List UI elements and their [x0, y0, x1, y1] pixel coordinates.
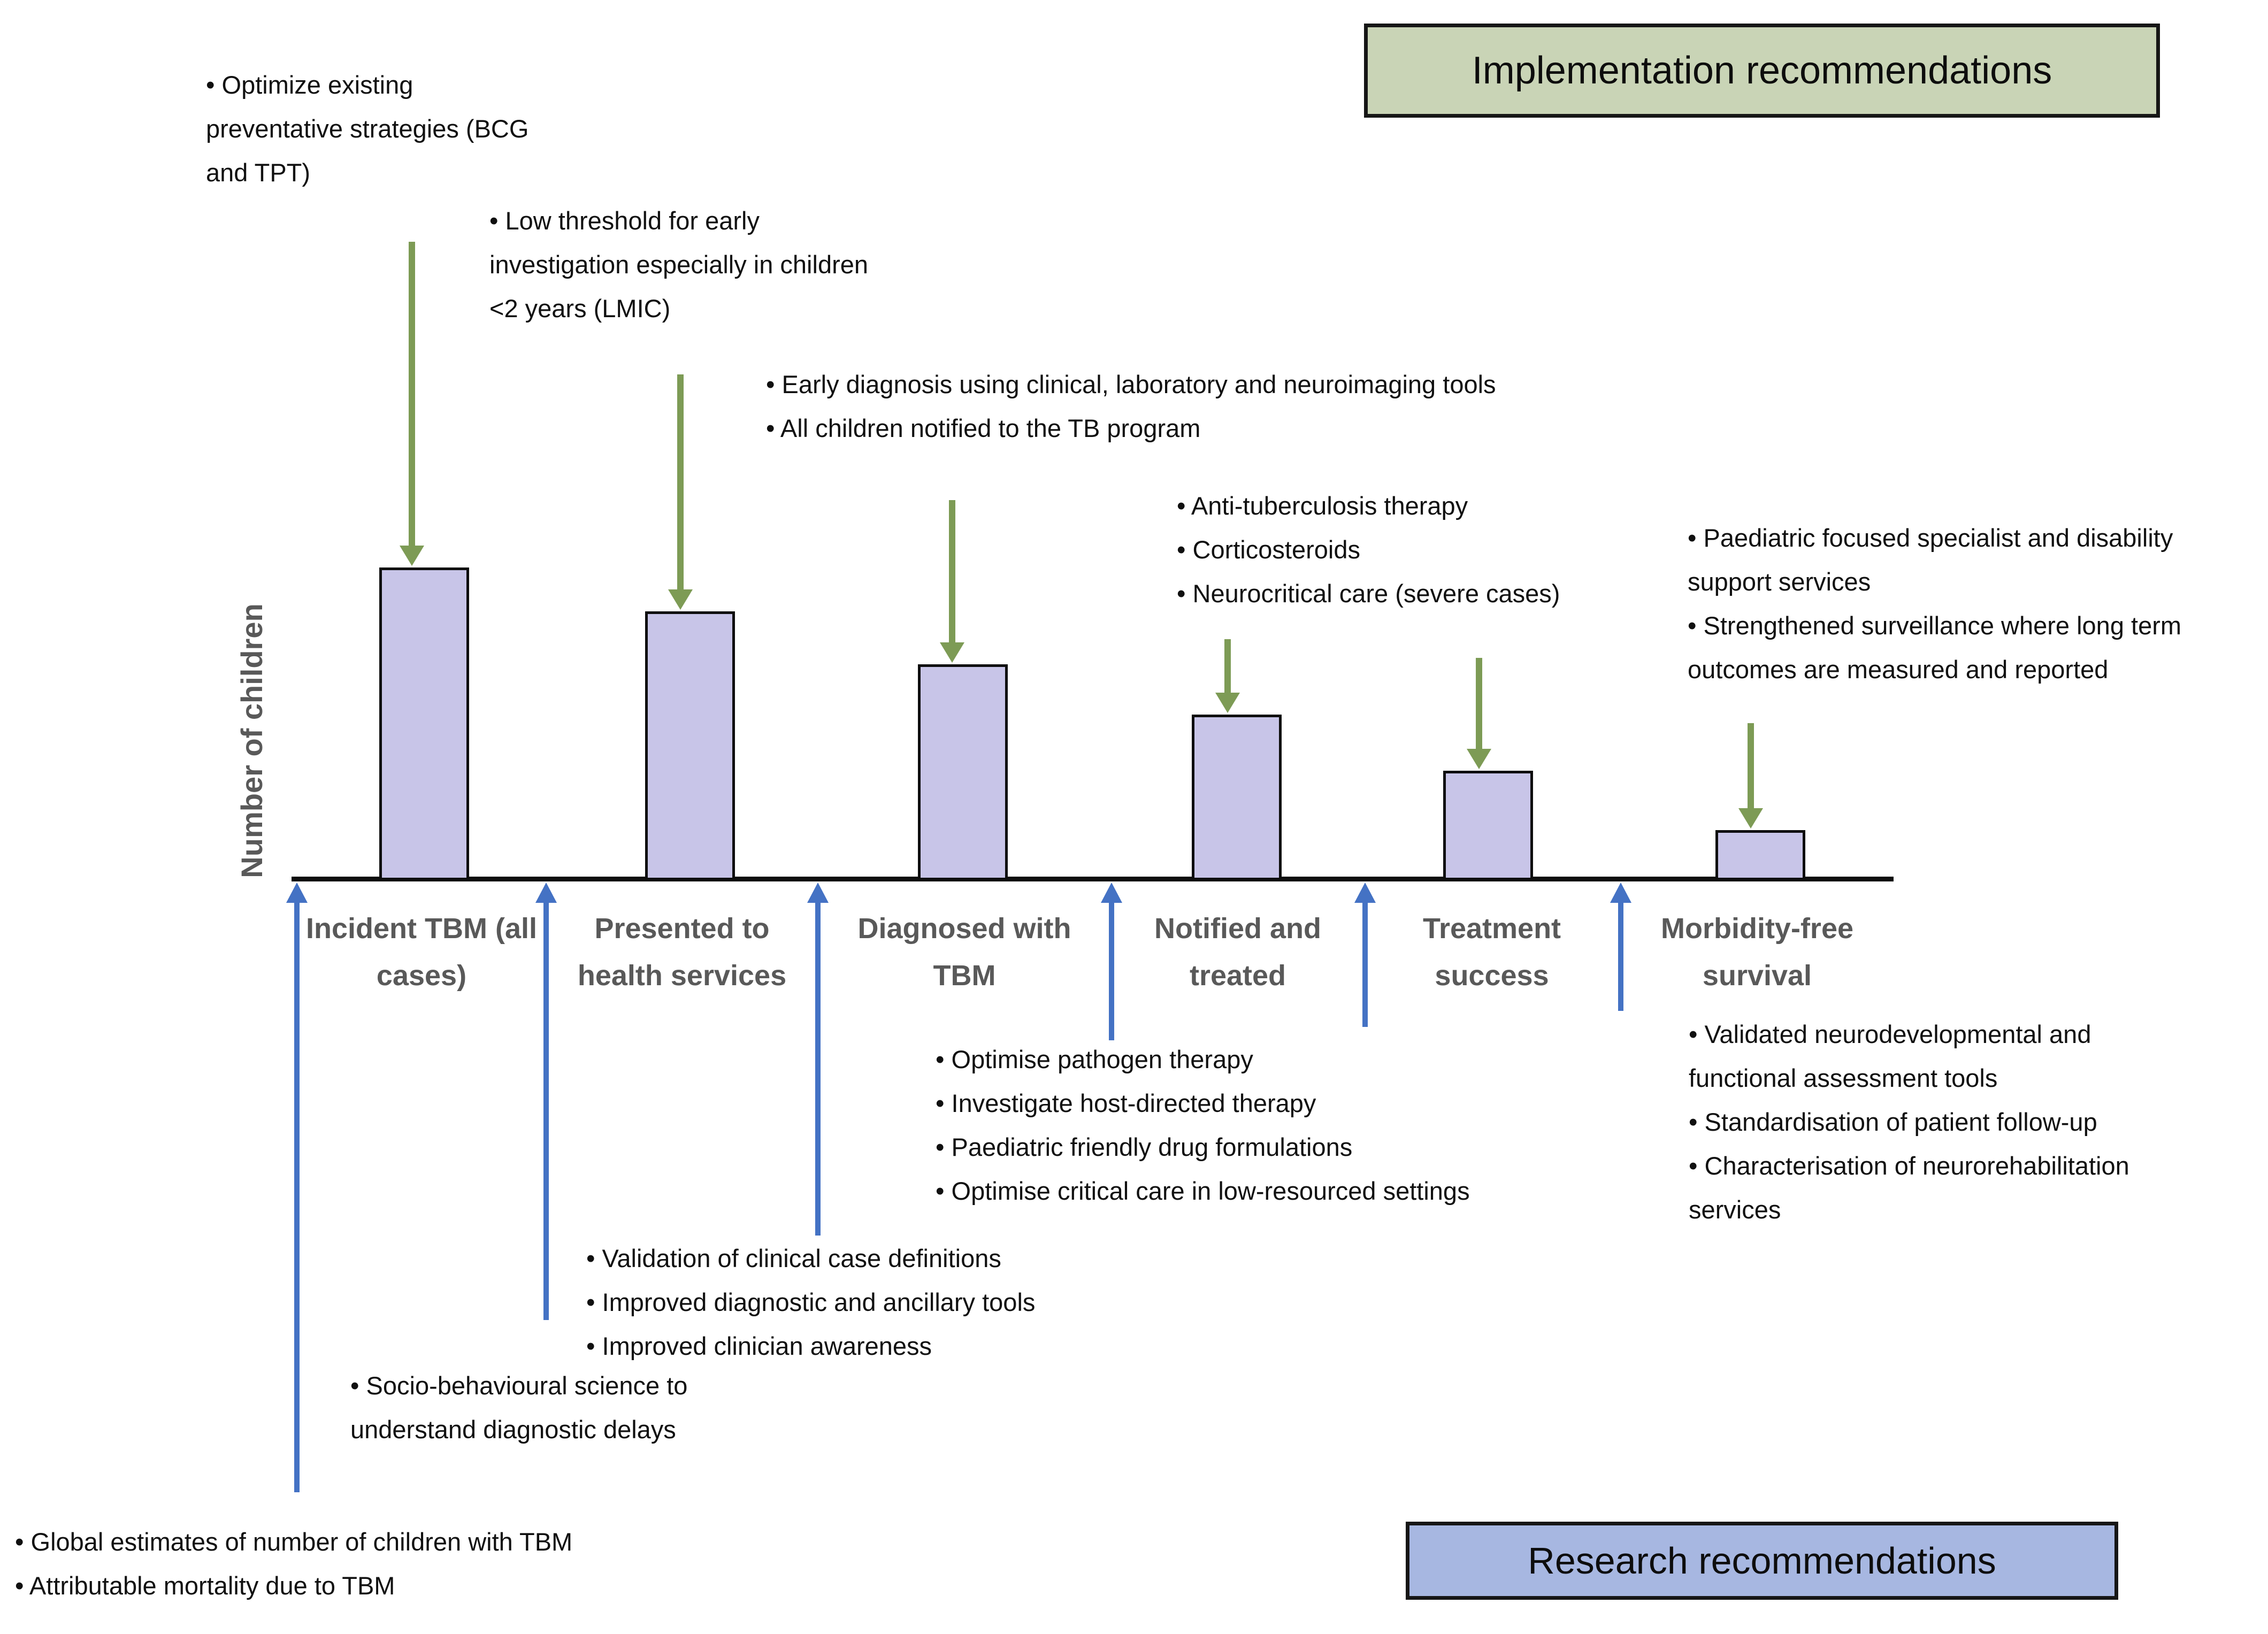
- implementation-note-diagnosed: • Early diagnosis using clinical, labora…: [766, 363, 1756, 450]
- bullet-item: • Characterisation of neurorehabilitatio…: [1689, 1152, 2129, 1224]
- bullet-item: • Early diagnosis using clinical, labora…: [766, 370, 1496, 398]
- bar-incident-tbm: [379, 567, 469, 880]
- bullet-item: • Low threshold for early investigation …: [489, 206, 869, 323]
- implementation-arrow-3-icon: [940, 500, 964, 663]
- bullet-item: • Optimise pathogen therapy: [936, 1045, 1253, 1073]
- bullet-item: • Standardisation of patient follow-up: [1689, 1108, 2097, 1136]
- category-label-diagnosed: Diagnosed with TBM: [857, 912, 1071, 992]
- implementation-arrow-1-icon: [400, 242, 424, 566]
- category-label-morbidity: Morbidity-free survival: [1660, 912, 1854, 992]
- implementation-note-incident: • Optimize existing preventative strateg…: [206, 63, 538, 195]
- bullet-item: • Optimise critical care in low-resource…: [936, 1177, 1470, 1205]
- research-note-presented: • Socio-behavioural science to understan…: [350, 1364, 693, 1452]
- bullet-item: • Neurocritical care (severe cases): [1177, 579, 1560, 608]
- category-label-notified: Notified and treated: [1154, 912, 1321, 992]
- bullet-item: • Anti-tuberculosis therapy: [1177, 492, 1468, 520]
- bar-notified-treated: [1192, 715, 1282, 880]
- research-note-survival: • Validated neurodevelopmental and funct…: [1689, 1012, 2192, 1232]
- bullet-item: • All children notified to the TB progra…: [766, 414, 1201, 442]
- bullet-item: • Optimize existing preventative strateg…: [206, 71, 529, 187]
- bullet-item: • Corticosteroids: [1177, 535, 1360, 564]
- research-arrow-4-icon: [1101, 883, 1122, 1040]
- bar-presented-to-health: [645, 611, 735, 880]
- category-label-treatment: Treatment success: [1422, 912, 1561, 992]
- bullet-item: • Improved clinician awareness: [586, 1332, 932, 1360]
- category-label-incident: Incident TBM (all cases): [306, 912, 537, 992]
- bullet-item: • Validation of clinical case definition…: [586, 1244, 1001, 1272]
- bullet-item: • Paediatric friendly drug formulations: [936, 1133, 1353, 1161]
- implementation-arrow-6-icon: [1738, 723, 1763, 828]
- research-recommendations-box: Research recommendations: [1406, 1522, 2118, 1600]
- research-arrow-1-icon: [286, 883, 308, 1492]
- implementation-note-survival: • Paediatric focused specialist and disa…: [1688, 516, 2223, 692]
- research-note-diagnosed: • Validation of clinical case definition…: [586, 1237, 1282, 1368]
- implementation-arrow-5-icon: [1467, 658, 1491, 769]
- bullet-item: • Validated neurodevelopmental and funct…: [1689, 1020, 2091, 1092]
- implementation-recommendations-box: Implementation recommendations: [1364, 24, 2160, 118]
- bullet-item: • Global estimates of number of children…: [15, 1528, 573, 1556]
- research-arrow-5-icon: [1354, 883, 1376, 1027]
- bullet-item: • Socio-behavioural science to understan…: [350, 1371, 688, 1444]
- bullet-item: • Improved diagnostic and ancillary tool…: [586, 1288, 1036, 1316]
- y-axis-label: Number of children: [235, 603, 269, 878]
- bullet-item: • Paediatric focused specialist and disa…: [1688, 524, 2173, 596]
- implementation-note-presented: • Low threshold for early investigation …: [489, 199, 885, 331]
- implementation-arrow-2-icon: [668, 374, 693, 610]
- implementation-arrow-4-icon: [1215, 639, 1240, 713]
- research-note-treated: • Optimise pathogen therapy • Investigate…: [936, 1038, 1711, 1213]
- bullet-item: • Attributable mortality due to TBM: [15, 1571, 395, 1600]
- research-note-incident: • Global estimates of number of children…: [15, 1520, 817, 1608]
- research-arrow-3-icon: [807, 883, 829, 1236]
- research-arrow-2-icon: [535, 883, 557, 1320]
- bullet-item: • Investigate host-directed therapy: [936, 1089, 1316, 1117]
- bullet-item: • Strengthened surveillance where long t…: [1688, 611, 2182, 684]
- bar-morbidity-free: [1715, 830, 1805, 880]
- category-label-presented: Presented to health services: [577, 912, 787, 992]
- bar-treatment-success: [1443, 771, 1533, 880]
- research-arrow-6-icon: [1610, 883, 1631, 1011]
- x-axis-line: [292, 877, 1894, 881]
- implementation-note-treated: • Anti-tuberculosis therapy • Corticoster…: [1177, 484, 1738, 616]
- bar-diagnosed-with-tbm: [918, 664, 1008, 880]
